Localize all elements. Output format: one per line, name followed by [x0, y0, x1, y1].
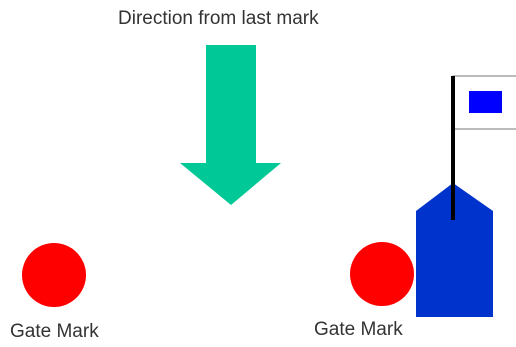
- down-arrow-icon: [180, 45, 281, 205]
- diagram-heading: Direction from last mark: [118, 8, 319, 29]
- gate-mark-left: [22, 243, 86, 307]
- gate-mark-left-label: Gate Mark: [10, 321, 99, 342]
- gate-mark-right-label: Gate Mark: [314, 319, 403, 340]
- flag-square: [469, 91, 502, 113]
- gate-mark-right: [350, 242, 414, 306]
- committee-boat-hull: [416, 183, 493, 317]
